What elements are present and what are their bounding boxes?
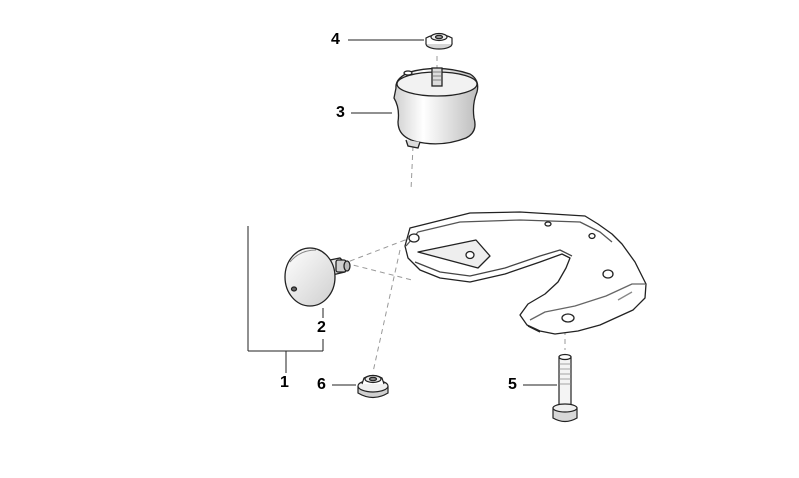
callout-1: 1 [280,374,289,391]
part-5-bolt [552,353,578,423]
callout-6: 6 [317,376,326,393]
callout-4: 4 [331,31,340,48]
subframe-bracket [404,211,647,335]
callout-2: 2 [317,319,326,336]
callout-5: 5 [508,376,517,393]
part-2-buffer [284,247,351,307]
part-6-nut [357,374,389,399]
leader-lines [247,39,557,386]
part-4-nut [425,32,453,50]
part-3-engine-mount [393,67,479,149]
callout-3: 3 [336,104,345,121]
